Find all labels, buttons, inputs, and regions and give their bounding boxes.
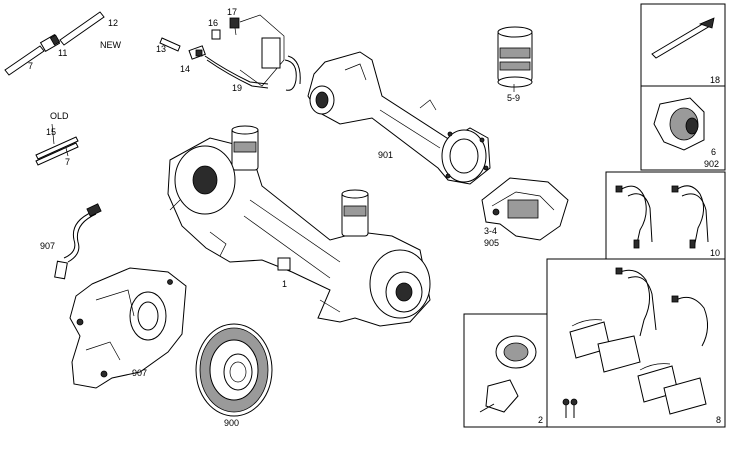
- label-10: 10: [710, 248, 720, 258]
- steering-knuckle-907: [69, 267, 187, 389]
- abs-sensor-907: [54, 203, 102, 280]
- label-new: NEW: [100, 40, 122, 50]
- label-17: 17: [227, 7, 237, 17]
- label-907-sensor: 907: [40, 241, 55, 251]
- label-901: 901: [378, 150, 393, 160]
- label-1: 1: [282, 279, 287, 289]
- label-2: 2: [538, 415, 543, 425]
- label-11: 11: [58, 48, 67, 58]
- label-19: 19: [232, 83, 242, 93]
- label-5-9: 5-9: [507, 93, 520, 103]
- label-3-4: 3-4: [484, 226, 497, 236]
- brake-caliper-3-4: [481, 177, 569, 241]
- label-14: 14: [180, 64, 190, 74]
- label-18: 18: [710, 75, 720, 85]
- box-6-902: [640, 85, 726, 171]
- air-spring-5-9: [497, 26, 533, 92]
- part-labels: 7 11 12 NEW 13 14 16 17 19 OLD 15 7 901 …: [28, 7, 721, 428]
- hose-assembly-new: [4, 11, 301, 91]
- label-13: 13: [156, 44, 166, 54]
- label-905: 905: [484, 238, 499, 248]
- box-18: [640, 3, 726, 87]
- label-907-knuckle: 907: [132, 368, 147, 378]
- label-6: 6: [711, 147, 716, 157]
- box-2-gear-set: [463, 313, 578, 428]
- hose-assembly-old: [35, 123, 79, 166]
- box-8-brake-pads: [546, 258, 726, 428]
- label-8: 8: [716, 415, 721, 425]
- label-7b: 7: [65, 157, 70, 167]
- axle-housing-901: [307, 51, 491, 185]
- label-902: 902: [704, 159, 719, 169]
- box-10-wiring-harness: [605, 171, 726, 261]
- label-7a: 7: [28, 61, 33, 71]
- label-16: 16: [208, 18, 218, 28]
- brake-disc-900: [195, 323, 273, 417]
- label-900: 900: [224, 418, 239, 428]
- label-12: 12: [108, 18, 118, 28]
- label-15: 15: [46, 127, 56, 137]
- axle-assembly-1: [167, 125, 431, 327]
- label-old: OLD: [50, 111, 69, 121]
